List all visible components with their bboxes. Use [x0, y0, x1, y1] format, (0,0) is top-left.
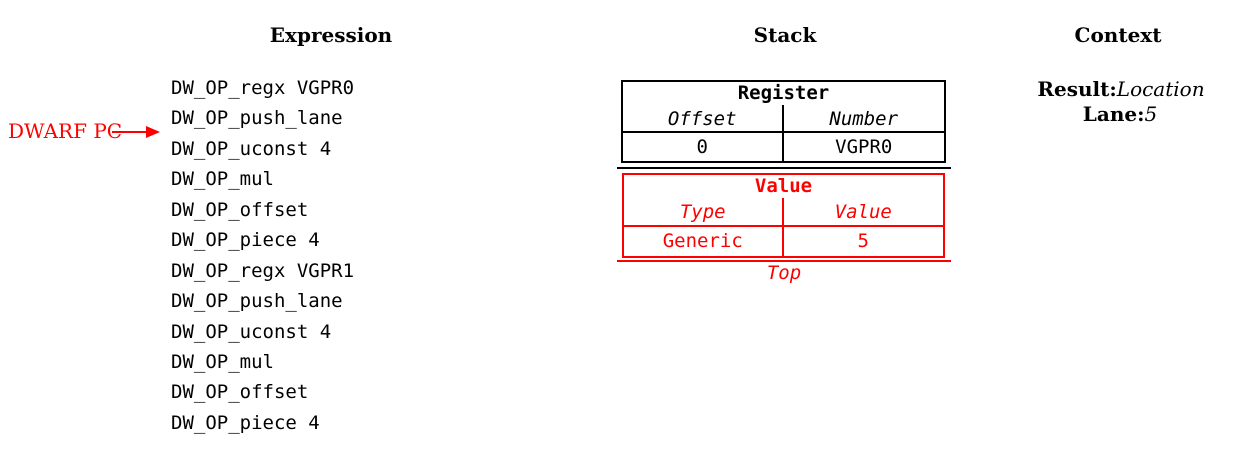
- expression-op: DW_OP_mul: [171, 350, 274, 373]
- register-number-value: VGPR0: [835, 136, 893, 158]
- context-column-header: Context: [1074, 23, 1162, 47]
- register-table-title: Register: [737, 82, 830, 104]
- expression-op: DW_OP_push_lane: [171, 107, 343, 130]
- expression-list: DW_OP_regx VGPR0 DW_OP_push_lane DW_OP_u…: [171, 73, 354, 438]
- dwarf-pc-arrow-line: [112, 131, 147, 133]
- expression-op: DW_OP_regx VGPR1: [171, 259, 355, 282]
- stack-value-table: Value Type Value Generic 5: [622, 173, 945, 258]
- stack-separator-line: [617, 167, 951, 169]
- value-value-value: 5: [857, 230, 869, 252]
- expression-op: DW_OP_piece 4: [171, 411, 320, 434]
- dwarf-pc-arrow-icon: [146, 126, 160, 138]
- expression-column-header: Expression: [269, 23, 393, 47]
- expression-op: DW_OP_piece 4: [171, 229, 320, 252]
- expression-op: DW_OP_uconst 4: [171, 320, 332, 343]
- result-label: Result:: [1037, 77, 1117, 101]
- expression-op: DW_OP_offset: [171, 198, 309, 221]
- result-value: Location: [1116, 77, 1205, 101]
- stack-top-label: Top: [766, 262, 802, 284]
- register-number-header: Number: [783, 105, 944, 133]
- expression-op: DW_OP_uconst 4: [171, 137, 332, 160]
- dwarf-pc-label: DWARF PC: [8, 119, 123, 143]
- expression-op: DW_OP_mul: [171, 168, 274, 191]
- stack-top-separator-line: [617, 260, 951, 262]
- value-type-header: Type: [624, 198, 784, 227]
- expression-op: DW_OP_push_lane: [171, 290, 343, 313]
- expression-op: DW_OP_offset: [171, 381, 309, 404]
- value-value-header: Value: [783, 198, 943, 227]
- value-table-title: Value: [754, 175, 813, 197]
- value-type-value: Generic: [624, 227, 784, 256]
- lane-label: Lane:: [1082, 102, 1145, 126]
- context-result-line: Result:Location: [1037, 78, 1204, 101]
- register-offset-header: Offset: [623, 105, 784, 133]
- context-lane-line: Lane:5: [1083, 103, 1157, 126]
- stack-register-table: Register Offset Number 0 VGPR0: [621, 80, 946, 163]
- register-offset-value: 0: [623, 133, 784, 161]
- lane-value: 5: [1144, 102, 1158, 126]
- stack-column-header: Stack: [753, 23, 817, 47]
- expression-op: DW_OP_regx VGPR0: [171, 77, 355, 99]
